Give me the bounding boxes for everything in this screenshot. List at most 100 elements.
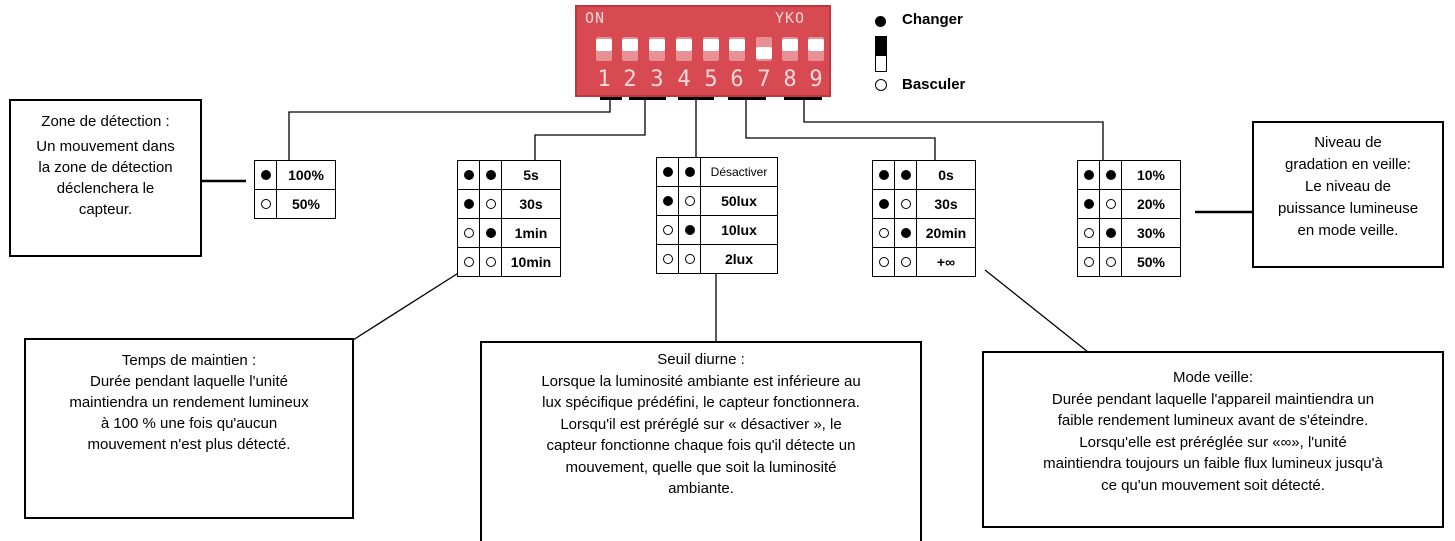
option-value: 0s (916, 160, 976, 190)
dip-number: 5 (704, 67, 718, 92)
filled-dot-icon (1105, 228, 1116, 238)
option-value: 5s (501, 160, 561, 190)
table-row: 10min (457, 247, 561, 277)
hollow-dot-icon (260, 199, 271, 209)
filled-dot-icon (260, 170, 271, 180)
dim-level-desc-line: gradation en veille: (1285, 156, 1411, 173)
hold-time-desc-line: mouvement n'est plus détecté. (87, 436, 291, 453)
dim-level-desc-line: Le niveau de (1305, 178, 1391, 195)
hold-time-desc-line: à 100 % une fois qu'aucun (100, 415, 278, 432)
hollow-dot-icon (1083, 257, 1094, 267)
table-row: 30s (872, 189, 976, 219)
connector-hold-time (534, 100, 646, 160)
detection-zone-title: Zone de détection : (41, 113, 170, 130)
table-row: 0s (872, 160, 976, 190)
daylight-desc-line: lux spécifique prédéfini, le capteur fon… (542, 394, 860, 411)
daylight-desc-line: Lorsque la luminosité ambiante est infér… (541, 372, 861, 390)
dip-mark-1 (600, 97, 622, 100)
dip-number: 6 (730, 67, 744, 92)
option-value: +∞ (916, 247, 976, 277)
daylight-title: Seuil diurne : (657, 351, 745, 368)
legend-hollow (875, 78, 887, 96)
dip-switch-7[interactable] (756, 47, 772, 59)
dip-switch-4[interactable] (676, 39, 692, 51)
dip-number: 1 (597, 67, 611, 92)
dip-number: 3 (650, 67, 664, 92)
dip-switch-6[interactable] (729, 39, 745, 51)
detection-zone-desc-line: déclenchera le (56, 180, 155, 197)
table-row: 20min (872, 218, 976, 248)
hollow-dot-icon (463, 257, 474, 267)
standby-box: Mode veille: Durée pendant laquelle l'ap… (982, 351, 1444, 528)
daylight-desc-line: Lorsqu'il est préréglé sur « désactiver … (560, 415, 842, 433)
hollow-dot-icon (1083, 228, 1094, 238)
table-row: 50lux (656, 186, 778, 216)
hollow-dot-icon (662, 225, 673, 235)
legend-hollow-label: Basculer (902, 76, 966, 93)
filled-dot-icon (684, 167, 695, 177)
dip-switch-9[interactable] (808, 39, 824, 51)
option-value: 2lux (700, 244, 778, 274)
switch-state-cell (254, 189, 277, 219)
dip-mark-3 (678, 97, 714, 100)
hollow-dot-icon (684, 254, 695, 264)
filled-dot-icon (878, 170, 889, 180)
dim-level-desc-line: en mode veille. (1297, 222, 1399, 239)
table-row: 30s (457, 189, 561, 219)
hollow-dot-icon (1105, 257, 1116, 267)
dip-switch-3[interactable] (649, 39, 665, 51)
table-row: 10lux (656, 215, 778, 245)
dip-switch-5[interactable] (703, 39, 719, 51)
option-value: 50lux (700, 186, 778, 216)
table-row: 10% (1077, 160, 1181, 190)
hold-time-desc-line: Durée pendant laquelle l'unité (89, 373, 288, 390)
filled-dot-icon (662, 196, 673, 206)
option-value: 30s (501, 189, 561, 219)
table-row: 50% (1077, 247, 1181, 277)
filled-dot-icon (900, 228, 911, 238)
dip-switch: ON YKO 1 2 3 4 5 6 7 8 9 (575, 5, 831, 97)
hollow-dot-icon (485, 257, 496, 267)
dim-level-title: Niveau de (1314, 134, 1382, 151)
hollow-dot-icon (684, 196, 695, 206)
option-value: 50% (1121, 247, 1181, 277)
switch-state-cell (254, 160, 277, 190)
table-row: 20% (1077, 189, 1181, 219)
dip-number: 4 (677, 67, 691, 92)
legend-filled (875, 14, 886, 32)
hold-time-table: 5s 30s 1min 10min (457, 160, 561, 277)
dip-switch-1[interactable] (596, 39, 612, 51)
standby-desc-line: faible rendement lumineux avant de s'éte… (1057, 412, 1369, 429)
hollow-dot-icon (878, 257, 889, 267)
filled-dot-icon (463, 170, 474, 180)
option-value: Désactiver (700, 157, 778, 187)
daylight-desc-line: ambiante. (668, 480, 734, 497)
hollow-dot-icon (900, 199, 911, 209)
legend-filled-label: Changer (902, 11, 963, 28)
filled-dot-icon (1083, 199, 1094, 209)
option-value: 30s (916, 189, 976, 219)
dip-switch-2[interactable] (622, 39, 638, 51)
table-row: 1min (457, 218, 561, 248)
standby-table: 0s 30s 20min +∞ (872, 160, 976, 277)
table-row: 2lux (656, 244, 778, 274)
option-value: 20min (916, 218, 976, 248)
filled-dot-icon (1105, 170, 1116, 180)
option-value: 10% (1121, 160, 1181, 190)
filled-dot-icon (875, 16, 886, 27)
standby-desc-line: ce qu'un mouvement soit détecté. (1101, 476, 1325, 494)
dim-level-box: Niveau de gradation en veille: Le niveau… (1252, 121, 1444, 268)
detection-zone-box: Zone de détection : Un mouvement dans la… (9, 99, 202, 257)
option-value: 10min (501, 247, 561, 277)
toggle-switch-icon (875, 36, 887, 72)
dip-switch-8[interactable] (782, 39, 798, 51)
option-value: 10lux (700, 215, 778, 245)
dip-number: 2 (623, 67, 637, 92)
detection-zone-table: 100% 50% (254, 160, 336, 219)
option-value: 1min (501, 218, 561, 248)
option-value: 100% (276, 160, 336, 190)
hollow-dot-icon (662, 254, 673, 264)
dim-level-desc-line: puissance lumineuse (1277, 200, 1419, 217)
connector-dim-level (803, 100, 1104, 160)
option-value: 30% (1121, 218, 1181, 248)
